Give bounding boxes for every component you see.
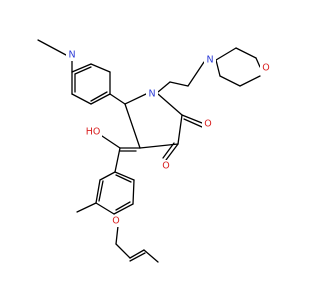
bond-line-40 [98,180,104,202]
bond-line-6 [71,93,92,105]
bond-line-8 [74,66,92,75]
bond-line-45 [115,243,131,259]
atom-label-morpholine-n: N [206,55,213,66]
bond-line-33 [114,147,121,173]
bond-line-26 [255,57,261,68]
atom-label-ring-n: N [148,89,155,100]
bond-line-36 [95,202,115,215]
bond-line-42 [115,174,132,183]
bond-line-46 [129,249,145,259]
bond-line-21 [157,81,171,93]
bond-line-15 [139,143,179,149]
bond-line-28 [219,75,241,87]
bond-line-44 [115,225,119,245]
atom-label-enol-oh: HO [86,127,101,138]
bond-line-34 [99,171,116,181]
bond-line-23 [187,61,205,87]
bond-line-17 [181,114,203,124]
bond-line-29 [239,75,261,87]
bond-line-22 [169,81,189,87]
bond-line-9 [90,91,108,102]
atom-label-keto-o2: O [162,161,169,172]
bond-line-2 [71,63,92,73]
bond-line-38 [132,179,135,205]
bond-line-19 [165,143,179,161]
bond-line-43 [76,202,97,213]
atom-label-nme2-n: N [68,50,75,61]
bond-line-37 [113,203,134,215]
bond-line-5 [90,93,111,105]
molecule-structure: N N N O HO O O O [37,39,272,263]
bond-line-14 [177,114,183,145]
bond-line-13 [157,93,183,116]
bond-line-41 [115,201,131,211]
bond-line-35 [95,179,101,204]
bond-line-39 [114,171,135,181]
bond-line-27 [215,59,221,77]
bond-line-47 [129,252,146,262]
bond-line-12 [124,93,147,105]
bond-lines [37,39,261,263]
bond-line-18 [183,118,203,128]
bond-line-48 [143,249,159,263]
bond-line-24 [215,47,237,61]
atom-labels: N N N O HO O O O [66,49,272,227]
bond-line-16 [124,103,141,149]
bond-line-11 [109,93,126,105]
bond-line-3 [90,63,111,73]
bond-line-32 [98,133,121,149]
atom-label-morpholine-o: O [262,63,269,74]
bond-line-25 [235,47,257,59]
bond-line-20 [162,142,175,159]
atom-label-ether-o: O [112,216,119,227]
bond-line-0 [37,39,67,56]
atom-label-keto-o1: O [204,119,211,130]
